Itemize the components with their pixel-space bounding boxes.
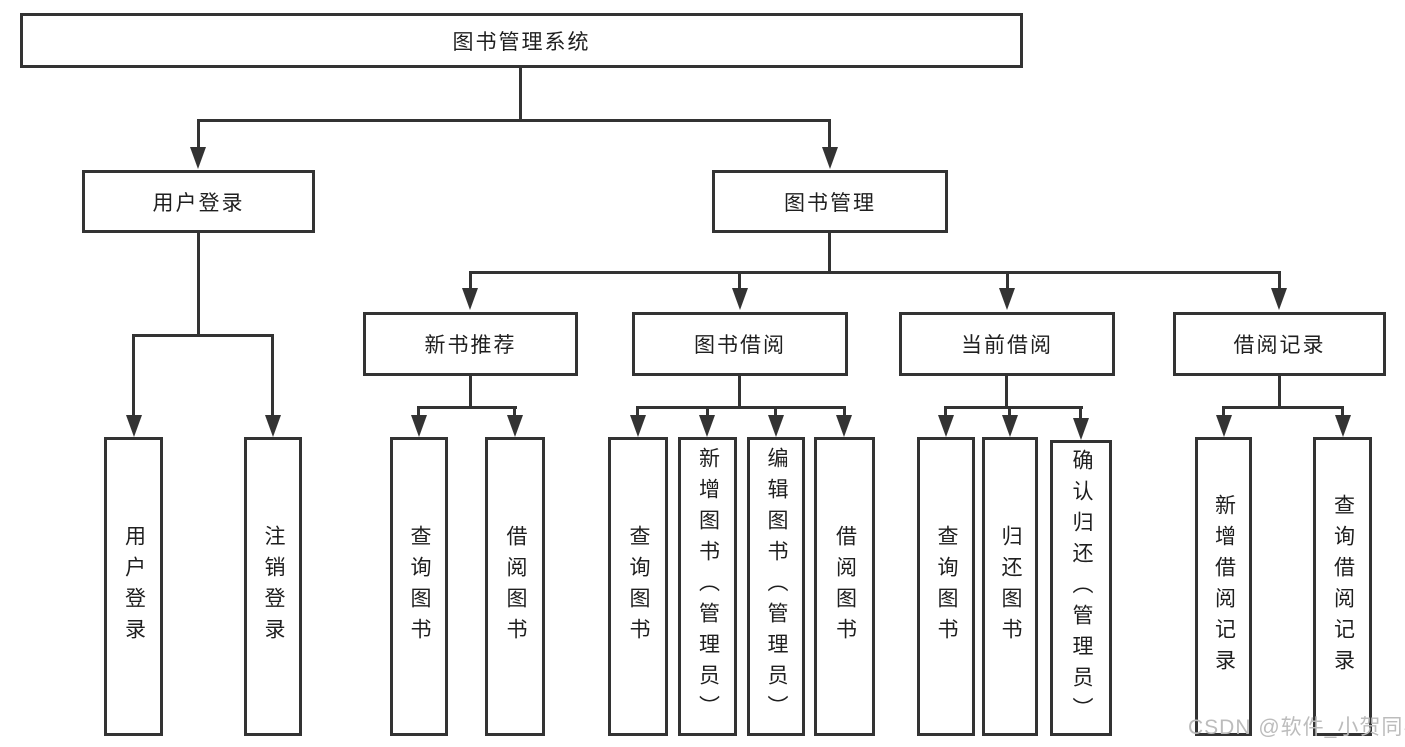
connector-line — [1341, 406, 1344, 418]
connector-line — [197, 233, 200, 336]
arrow-down-icon — [462, 288, 478, 310]
arrow-down-icon — [732, 288, 748, 310]
connector-line — [1278, 271, 1281, 291]
leaf-query-books-borrowing: 查询图书 — [608, 437, 668, 736]
connector-line — [774, 406, 777, 418]
arrow-down-icon — [1073, 418, 1089, 440]
arrow-down-icon — [126, 415, 142, 437]
arrow-down-icon — [411, 415, 427, 437]
node-user-login: 用户登录 — [82, 170, 315, 233]
leaf-return-books: 归还图书 — [982, 437, 1038, 736]
node-borrow-records: 借阅记录 — [1173, 312, 1386, 376]
arrow-down-icon — [699, 415, 715, 437]
leaf-borrow-books-recommend: 借阅图书 — [485, 437, 545, 736]
node-book-management: 图书管理 — [712, 170, 948, 233]
node-current-borrowing: 当前借阅 — [899, 312, 1115, 376]
node-new-book-recommend: 新书推荐 — [363, 312, 578, 376]
arrow-down-icon — [190, 147, 206, 169]
connector-line — [738, 271, 741, 291]
arrow-down-icon — [265, 415, 281, 437]
connector-line — [469, 271, 472, 291]
leaf-edit-books-admin: 编辑图书（管理员） — [747, 437, 805, 736]
csdn-watermark: CSDN @软件_小贺同学 — [1188, 716, 1405, 739]
connector-line — [1222, 406, 1344, 409]
arrow-down-icon — [1271, 288, 1287, 310]
connector-line — [132, 334, 135, 418]
connector-line — [944, 406, 1083, 409]
connector-line — [469, 271, 1281, 274]
leaf-query-books-recommend: 查询图书 — [390, 437, 448, 736]
connector-line — [417, 406, 517, 409]
connector-line — [1005, 376, 1008, 408]
leaf-add-borrow-record: 新增借阅记录 — [1195, 437, 1252, 736]
arrow-down-icon — [768, 415, 784, 437]
arrow-down-icon — [1002, 415, 1018, 437]
leaf-confirm-return-admin: 确认归还（管理员） — [1050, 440, 1112, 736]
leaf-user-login: 用户登录 — [104, 437, 163, 736]
connector-line — [1006, 271, 1009, 291]
leaf-add-books-admin: 新增图书（管理员） — [678, 437, 737, 736]
connector-line — [1008, 406, 1011, 418]
node-library-system: 图书管理系统 — [20, 13, 1023, 68]
arrow-down-icon — [507, 415, 523, 437]
arrow-down-icon — [999, 288, 1015, 310]
connector-line — [1079, 406, 1082, 420]
node-book-borrowing: 图书借阅 — [632, 312, 848, 376]
arrow-down-icon — [938, 415, 954, 437]
connector-line — [519, 68, 522, 121]
connector-line — [706, 406, 709, 418]
connector-line — [197, 119, 831, 122]
connector-line — [1222, 406, 1225, 418]
connector-line — [828, 233, 831, 274]
connector-line — [1278, 376, 1281, 408]
leaf-query-books-current: 查询图书 — [917, 437, 975, 736]
connector-line — [417, 406, 420, 418]
connector-line — [636, 406, 639, 418]
connector-line — [469, 376, 472, 408]
arrow-down-icon — [822, 147, 838, 169]
connector-line — [828, 119, 831, 149]
leaf-borrow-books: 借阅图书 — [814, 437, 875, 736]
connector-line — [271, 334, 274, 418]
connector-line — [513, 406, 516, 418]
connector-line — [843, 406, 846, 418]
arrow-down-icon — [1216, 415, 1232, 437]
arrow-down-icon — [1335, 415, 1351, 437]
connector-line — [738, 376, 741, 408]
connector-line — [944, 406, 947, 418]
connector-line — [636, 406, 846, 409]
arrow-down-icon — [836, 415, 852, 437]
leaf-query-borrow-record: 查询借阅记录 — [1313, 437, 1372, 736]
connector-line — [132, 334, 274, 337]
arrow-down-icon — [630, 415, 646, 437]
leaf-logout: 注销登录 — [244, 437, 302, 736]
connector-line — [197, 119, 200, 149]
